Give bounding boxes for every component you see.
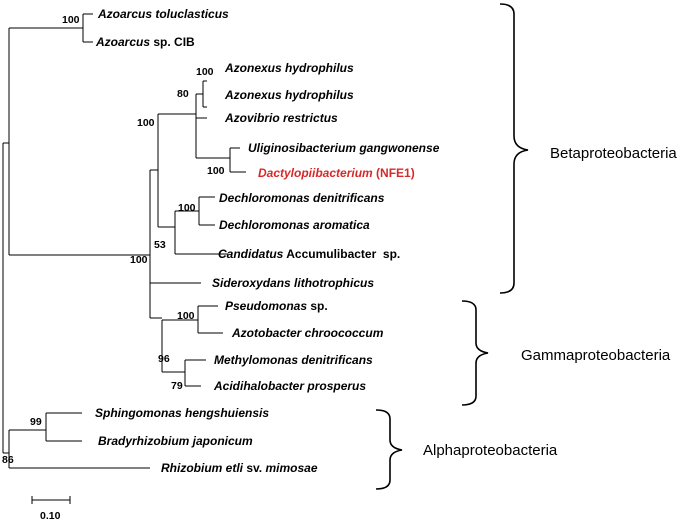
bootstrap-value: 100 — [62, 14, 80, 26]
taxon-label: Azovibrio restrictus — [224, 111, 338, 125]
taxon-label: Bradyrhizobium japonicum — [98, 434, 253, 448]
group-label-beta: Betaproteobacteria — [550, 145, 677, 162]
taxon-label: Candidatus Accumulibacter sp. — [218, 247, 400, 261]
taxon-label: Azonexus hydrophilus — [224, 61, 354, 75]
scale-bar-label: 0.10 — [40, 510, 61, 522]
group-label-gamma: Gammaproteobacteria — [521, 347, 671, 364]
bootstrap-value: 79 — [171, 380, 183, 392]
bootstrap-value: 96 — [158, 353, 170, 365]
bootstrap-value: 53 — [154, 239, 166, 251]
taxon-label: Azoarcus sp. CIB — [95, 35, 195, 49]
bootstrap-value: 100 — [130, 254, 148, 266]
highlighted-taxon-label: Dactylopiibacterium (NFE1) — [258, 166, 415, 180]
gamma-brace — [461, 300, 489, 406]
taxon-label: Dechloromonas aromatica — [219, 218, 370, 232]
taxon-label: Rhizobium etli sv. mimosae — [161, 461, 318, 475]
bootstrap-value: 86 — [2, 454, 14, 466]
taxon-label: Methylomonas denitrificans — [214, 353, 373, 367]
group-labels: Betaproteobacteria Gammaproteobacteria A… — [423, 145, 677, 459]
taxon-label: Azonexus hydrophilus — [224, 88, 354, 102]
tree-branches — [2, 13, 246, 469]
taxon-label: Dechloromonas denitrificans — [219, 191, 385, 205]
bootstrap-value: 100 — [177, 310, 195, 322]
taxon-label: Azoarcus toluclasticus — [97, 7, 229, 21]
alpha-brace — [375, 409, 403, 490]
taxon-label: Sphingomonas hengshuiensis — [95, 406, 269, 420]
taxon-label: Sideroxydans lithotrophicus — [212, 276, 374, 290]
taxon-label: Azotobacter chroococcum — [231, 326, 384, 340]
group-label-alpha: Alphaproteobacteria — [423, 442, 558, 459]
bootstrap-value: 99 — [30, 416, 42, 428]
bootstrap-value: 100 — [207, 165, 225, 177]
taxon-label: Acidihalobacter prosperus — [213, 379, 366, 393]
scale-bar: 0.10 — [31, 496, 71, 522]
bootstrap-value: 100 — [196, 66, 214, 78]
taxon-label: Uliginosibacterium gangwonense — [248, 141, 440, 155]
beta-brace — [499, 3, 529, 294]
bootstrap-value: 100 — [137, 117, 155, 129]
bootstrap-value: 100 — [178, 202, 196, 214]
bootstrap-value: 80 — [177, 88, 189, 100]
bootstrap-values: 100 100 80 100 100 100 53 100 100 96 79 … — [2, 14, 225, 466]
group-braces — [375, 3, 529, 490]
taxon-label: Pseudomonas sp. — [225, 299, 328, 313]
taxon-labels: Azoarcus toluclasticus Azoarcus sp. CIB … — [95, 7, 440, 475]
